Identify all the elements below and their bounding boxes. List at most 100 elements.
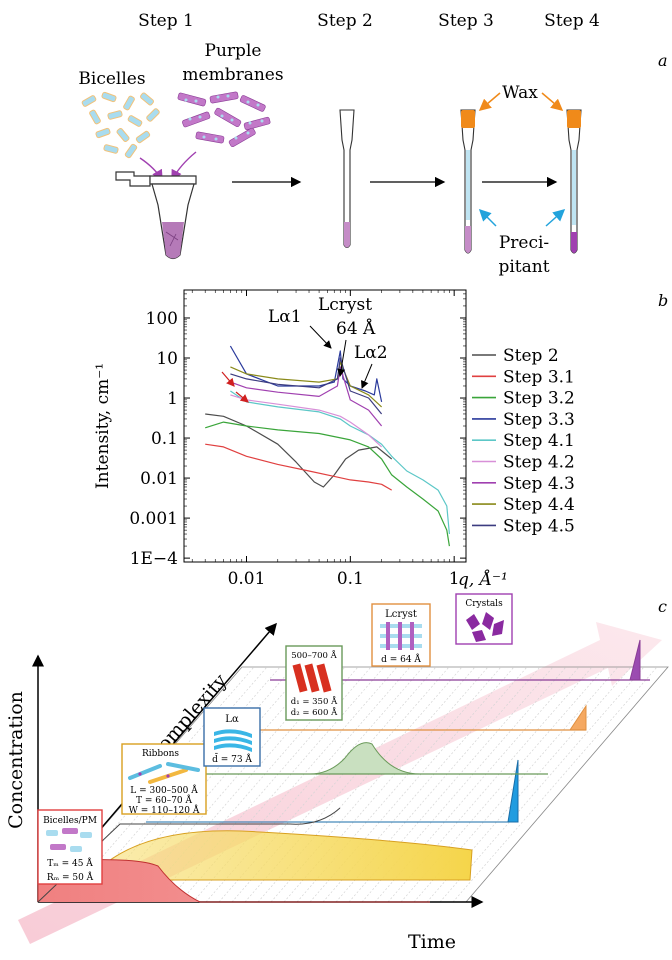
crystals-icon <box>466 612 504 642</box>
legend-label: Step 3.2 <box>503 389 575 409</box>
series-line-2 <box>205 443 392 491</box>
capillary-step2-icon <box>339 109 355 249</box>
annotation-64A: 64 Å <box>336 318 376 339</box>
box-range-l1: d₁ = 350 Å <box>291 695 338 707</box>
box-ribbons-title: Ribbons <box>142 749 179 759</box>
box-ribbons-l3: W = 110–120 Å <box>129 804 200 816</box>
step2-label: Step 2 <box>317 11 373 31</box>
capillary-step4-icon <box>566 109 582 254</box>
box-ribbons: Ribbons L = 300–500 Å T = 60–70 Å W = 11… <box>121 743 207 816</box>
box-range-title: 500–700 Å <box>291 649 337 661</box>
series-line-5 <box>230 390 450 535</box>
concentration-label: Concentration <box>5 691 27 829</box>
legend-label: Step 3.3 <box>503 410 575 430</box>
x-tick-label: 1 <box>449 569 460 589</box>
eppendorf-tube-icon <box>115 171 197 260</box>
precipitant-label-1: Preci- <box>499 233 549 253</box>
series-line-9 <box>230 357 383 415</box>
legend-label: Step 2 <box>503 346 559 366</box>
step3-label: Step 3 <box>438 11 494 31</box>
box-lcryst: Lcryst d = 64 Å <box>371 603 431 667</box>
box-range-l2: d₂ = 600 Å <box>291 706 338 718</box>
box-lalpha-title: Lα <box>225 714 239 725</box>
box-bicelles-l1: Tₘ = 45 Å <box>47 857 93 869</box>
y-tick-label: 0.1 <box>151 429 178 449</box>
legend-label: Step 3.1 <box>503 367 575 387</box>
box-lcryst-title: Lcryst <box>385 609 417 620</box>
panel-b: b 1E−4 0.001 0.01 0.1 1 10 100 0.01 0.1 1 Step 2… <box>93 289 668 590</box>
box-lalpha-l1: d̄ = 73 Å <box>212 753 252 765</box>
y-tick-label: 1 <box>167 389 178 409</box>
series-line-7 <box>230 366 383 427</box>
y-tick-label: 0.01 <box>140 469 178 489</box>
red-arrow-2 <box>235 391 249 403</box>
panel-c: c Concentration Complexity Time Bicelles… <box>5 593 669 953</box>
bicelles-label: Bicelles <box>78 69 145 89</box>
panel-a-letter: a <box>658 51 668 70</box>
series-line-1 <box>205 413 393 488</box>
arrow-lcryst <box>337 339 347 377</box>
box-ribbons-l2: T = 60–70 Å <box>136 794 193 806</box>
purple-label-1: Purple <box>205 41 262 61</box>
lcryst-profile <box>230 704 587 731</box>
profile-connector <box>37 807 341 903</box>
time-label: Time <box>408 931 456 953</box>
wax-arrow-left <box>478 92 501 111</box>
range-profile <box>188 742 548 775</box>
bicelles-icon <box>81 91 160 159</box>
precipitant-label-2: pitant <box>498 257 549 277</box>
box-lalpha: Lα d̄ = 73 Å <box>203 707 261 767</box>
panel-a: Step 1 Step 2 Step 3 Step 4 a Bicelles P… <box>78 11 667 277</box>
legend-label: Step 4.2 <box>503 453 575 473</box>
box-bicelles-l2: Rₘ = 50 Å <box>47 871 94 883</box>
box-lcryst-l1: d = 64 Å <box>381 653 421 665</box>
purple-label-2: membranes <box>182 65 283 85</box>
purple-membranes-icon <box>177 91 271 148</box>
y-tick-label: 0.001 <box>129 509 178 529</box>
series-lines <box>205 345 450 547</box>
bicelles-pm-icon <box>46 828 92 852</box>
stack-icon <box>292 663 332 693</box>
x-tick-label: 0.1 <box>337 569 364 589</box>
panel-c-letter: c <box>658 597 667 616</box>
x-axis: 0.01 0.1 1 <box>191 290 460 589</box>
annotation-lcryst: Lcryst <box>318 295 372 315</box>
lattice-icon <box>380 622 422 650</box>
y-axis-title: Intensity, cm⁻¹ <box>93 363 113 489</box>
plot-frame <box>183 289 467 563</box>
box-bicelles: Bicelles/PM Tₘ = 45 Å Rₘ = 50 Å <box>37 809 103 885</box>
red-arrow-1 <box>221 371 235 387</box>
box-range: 500–700 Å d₁ = 350 Å d₂ = 600 Å <box>285 645 343 721</box>
x-axis-title: q, Å⁻¹ <box>458 569 508 590</box>
wax-arrow-right <box>541 92 564 111</box>
x-tick-label: 0.01 <box>228 569 266 589</box>
box-ribbons-l1: L = 300–500 Å <box>130 784 198 796</box>
step4-label: Step 4 <box>544 11 600 31</box>
y-tick-label: 1E−4 <box>130 549 178 569</box>
ribbons-icon <box>128 762 200 784</box>
precipitant-arrow-right <box>545 209 566 227</box>
y-axis: 1E−4 0.001 0.01 0.1 1 10 100 <box>129 293 466 569</box>
y-tick-label: 100 <box>146 309 178 329</box>
box-crystals-title: Crystals <box>465 599 503 609</box>
box-crystals: Crystals <box>455 593 513 645</box>
y-tick-label: 10 <box>156 349 178 369</box>
legend-label: Step 4.5 <box>503 516 575 536</box>
arrow-la1 <box>309 325 332 349</box>
panel-b-letter: b <box>658 291 668 310</box>
legend-label: Step 4.4 <box>503 495 575 515</box>
legend-label: Step 4.3 <box>503 474 575 494</box>
annotation-la2: Lα2 <box>354 343 388 363</box>
series-line-6 <box>230 394 383 448</box>
series-line-3 <box>205 421 450 547</box>
step1-label: Step 1 <box>138 11 194 31</box>
lamellae-icon <box>214 729 252 752</box>
legend-label: Step 4.1 <box>503 431 575 451</box>
capillary-step3-icon <box>460 109 476 254</box>
wax-label: Wax <box>502 83 538 103</box>
annotation-la1: Lα1 <box>268 307 302 327</box>
precipitant-arrow-left <box>478 208 497 227</box>
box-bicelles-title: Bicelles/PM <box>43 816 97 826</box>
